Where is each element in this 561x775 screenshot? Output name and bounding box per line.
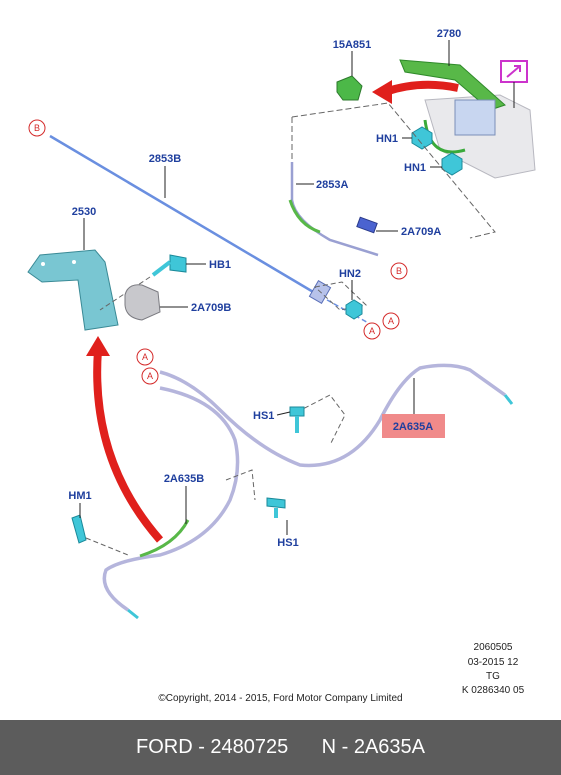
hm1-dash: [85, 537, 129, 556]
footer-part-number: FORD - 2480725: [135, 736, 289, 758]
label-hn1-b: HN1: [404, 162, 426, 174]
label-2A709A: 2A709A: [401, 226, 441, 238]
meta-line-3: TG: [486, 671, 500, 682]
dashed-outline-hs1-lower: [225, 469, 256, 501]
bracket-hole-2: [72, 260, 76, 264]
exploded-parts-diagram: 15A851 2780 HN1 HN1 2853B 2853A 2530 HB1…: [27, 28, 536, 620]
hn1-nut-b: [441, 152, 463, 176]
cable-2A635B-green: [139, 519, 190, 558]
hn1-nut-a: [411, 126, 433, 150]
svg-text:A: A: [388, 316, 394, 326]
cable-end-right: [503, 394, 514, 405]
hb1-shaft: [151, 260, 172, 277]
marker-b-2: B: [390, 262, 408, 280]
label-15A851: 15A851: [333, 39, 372, 51]
label-hs1-a: HS1: [253, 410, 274, 422]
hb1-dash: [99, 276, 151, 311]
label-2A635B: 2A635B: [164, 473, 204, 485]
red-arrowhead-left: [86, 336, 110, 356]
cable-2853A: [290, 162, 379, 257]
red-arrow-left: [93, 349, 164, 543]
highlight-2A635A: [382, 414, 445, 438]
marker-a-2: A: [363, 322, 381, 340]
lever-bracket: [454, 99, 496, 136]
cable-end-left: [127, 608, 139, 620]
hb1-bolt: [169, 254, 187, 273]
marker-b-1: B: [28, 119, 46, 137]
magenta-arrow-icon: [506, 65, 521, 78]
hm1-screw: [71, 514, 87, 544]
cable-2A635A: [159, 363, 507, 468]
label-hm1: HM1: [68, 490, 91, 502]
marker-a-4: A: [141, 367, 159, 385]
svg-text:A: A: [142, 352, 148, 362]
meta-line-2: 03-2015 12: [467, 657, 519, 668]
cable-2A635B: [102, 386, 240, 612]
meta-line-4: K 0286340 05: [461, 685, 525, 696]
svg-text:A: A: [147, 371, 153, 381]
label-2853B: 2853B: [149, 153, 181, 165]
footer-bar: FORD - 2480725 N - 2A635A: [0, 720, 561, 775]
label-hb1: HB1: [209, 259, 231, 271]
label-hn1-a: HN1: [376, 133, 398, 145]
dashed-outline-hs1: [296, 394, 346, 446]
dashed-outline-mid: [313, 281, 368, 311]
label-hn2: HN2: [339, 268, 361, 280]
label-2A709B: 2A709B: [191, 302, 231, 314]
label-2A635A: 2A635A: [393, 421, 433, 433]
2A709A-clip: [356, 216, 378, 234]
meta-line-1: 2060505: [473, 642, 513, 653]
red-arrowhead-top: [372, 80, 392, 104]
svg-text:A: A: [369, 326, 375, 336]
cable-2853B: [49, 134, 321, 298]
label-hs1-b: HS1: [277, 537, 298, 549]
hs1-screw-b: [266, 497, 286, 509]
hs1-screw-a: [289, 406, 305, 417]
bracket-2530: [27, 249, 119, 331]
label-2780: 2780: [437, 28, 461, 40]
leader-hs1a: [276, 411, 291, 416]
red-arrow-top: [383, 80, 459, 96]
footer-spacer: [288, 736, 321, 759]
bracket-hole-1: [41, 262, 45, 266]
svg-text:B: B: [396, 266, 402, 276]
label-2853A: 2853A: [316, 179, 348, 191]
hn2-nut: [345, 299, 363, 320]
lever-green-cable: [423, 119, 466, 154]
marker-a-1: A: [382, 312, 400, 330]
cable-2853A-green: [288, 199, 321, 234]
label-2530: 2530: [72, 206, 96, 218]
svg-text:B: B: [34, 123, 40, 133]
footer-n-number: N - 2A635A: [321, 736, 426, 758]
cable-2853B-end: [319, 295, 373, 326]
clip-2A709B: [124, 284, 161, 321]
switch-15A851: [336, 75, 363, 101]
copyright-notice: ©Copyright, 2014 - 2015, Ford Motor Comp…: [158, 693, 403, 704]
marker-a-3: A: [136, 348, 154, 366]
